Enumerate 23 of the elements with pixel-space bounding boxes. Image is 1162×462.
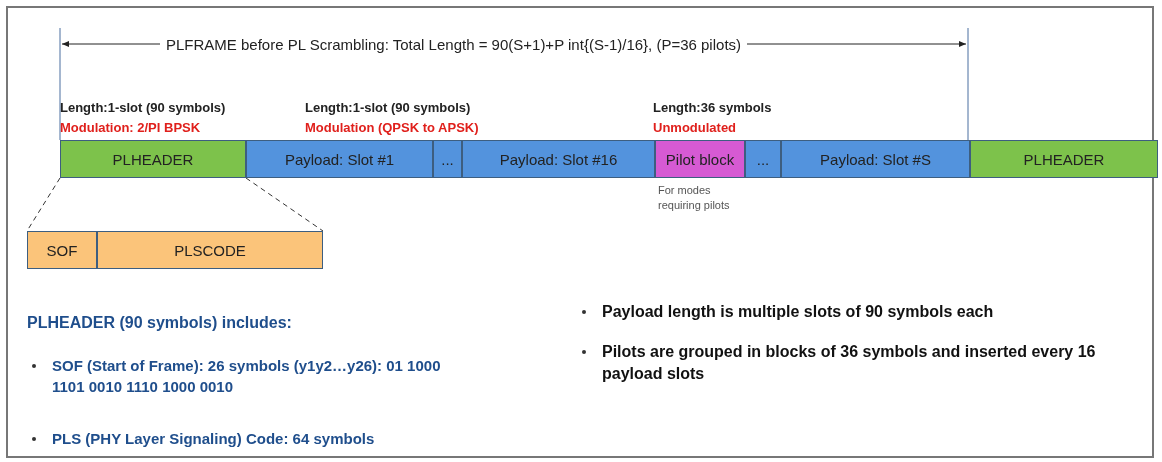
modulation-label: Modulation (QPSK to APSK) (305, 119, 479, 137)
frame-segment: PLHEADER (970, 140, 1158, 178)
header-field: SOF (27, 231, 97, 269)
frame-segment: Payload: Slot #1 (246, 140, 433, 178)
length-label: Length:1-slot (90 symbols) (60, 99, 226, 117)
bullet-text: SOF (Start of Frame): 26 symbols (y1y2…y26): 01 1000 1101 0010 1110 1000 0010 (52, 356, 442, 397)
node-note: For modes requiring pilots (658, 183, 731, 213)
expansion-line (245, 177, 324, 232)
modulation-label: Unmodulated (653, 119, 737, 137)
frame-segment: PLHEADER (60, 140, 246, 178)
length-label: Length:36 symbols (653, 99, 772, 117)
bullet-text: Pilots are grouped in blocks of 36 symbols and inserted every 16 payload slots (602, 342, 1097, 384)
modulation-label: Modulation: 2/PI BPSK (60, 119, 201, 137)
frame-segment: ... (745, 140, 781, 178)
bullet-text: PLS (PHY Layer Signaling) Code: 64 symbols (52, 429, 375, 449)
length-label: Length:1-slot (90 symbols) (305, 99, 471, 117)
frame-segment: ... (433, 140, 462, 178)
frame-segment: Payload: Slot #16 (462, 140, 655, 178)
frame-segment: Pilot block (655, 140, 745, 178)
bullet-text: Payload length is multiple slots of 90 symbols each (602, 302, 994, 322)
list-heading: PLHEADER (90 symbols) includes: (27, 313, 292, 333)
frame-segment: Payload: Slot #S (781, 140, 970, 178)
header-field: PLSCODE (97, 231, 323, 269)
